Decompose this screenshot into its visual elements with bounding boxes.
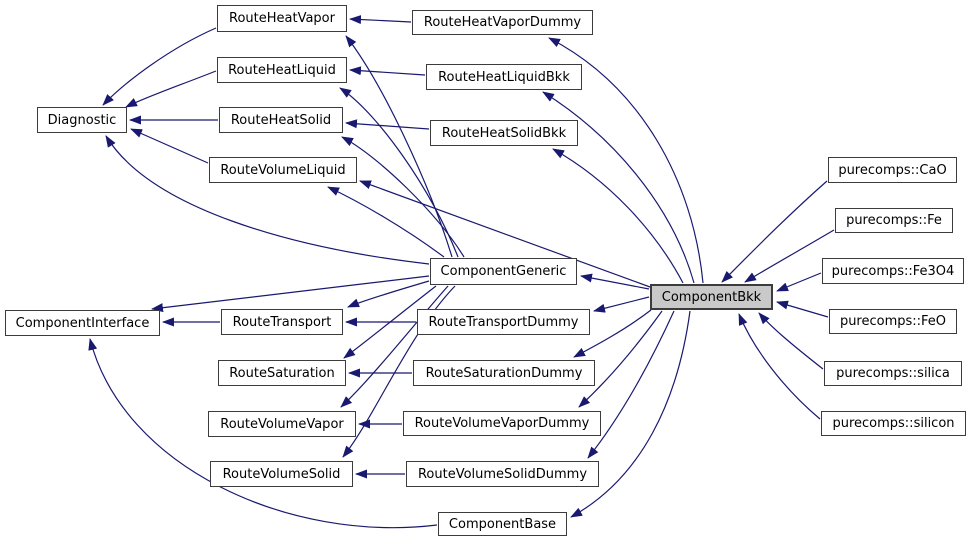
edge-ComponentGeneric-to-RouteTransport bbox=[347, 280, 430, 308]
edge-ComponentBkk-to-RouteTransportDummy bbox=[593, 296, 650, 313]
node-purecomps_FeO[interactable]: purecomps::FeO bbox=[829, 309, 957, 334]
node-purecomps_silicon[interactable]: purecomps::silicon bbox=[821, 411, 966, 436]
edge-ComponentBase-to-ComponentInterface bbox=[88, 338, 438, 529]
node-purecomps_silica[interactable]: purecomps::silica bbox=[824, 361, 962, 386]
edge-ComponentGeneric-to-RouteVolumeLiquid bbox=[327, 186, 445, 258]
edge-ComponentGeneric-to-Diagnostic bbox=[105, 135, 430, 265]
node-ComponentBase[interactable]: ComponentBase bbox=[438, 512, 567, 536]
edge-ComponentBkk-to-RouteVolumeLiquid bbox=[359, 180, 651, 288]
edge-purecomps_CaO-to-ComponentBkk bbox=[721, 180, 828, 283]
node-RouteSaturationDummy[interactable]: RouteSaturationDummy bbox=[413, 360, 595, 386]
edge-RouteHeatLiquidBkk-to-RouteHeatLiquid bbox=[349, 66, 426, 76]
edge-ComponentBkk-to-RouteHeatVaporDummy bbox=[548, 37, 704, 284]
node-RouteVolumeLiquid[interactable]: RouteVolumeLiquid bbox=[209, 157, 357, 183]
edge-ComponentGeneric-to-RouteVolumeSolid bbox=[342, 285, 456, 458]
node-RouteVolumeVapor[interactable]: RouteVolumeVapor bbox=[208, 411, 356, 437]
node-ComponentInterface[interactable]: ComponentInterface bbox=[5, 310, 160, 336]
edge-ComponentGeneric-to-RouteSaturation bbox=[343, 285, 437, 359]
node-purecomps_CaO[interactable]: purecomps::CaO bbox=[828, 157, 957, 183]
node-RouteHeatVaporDummy[interactable]: RouteHeatVaporDummy bbox=[412, 10, 593, 35]
edge-RouteHeatVapor-to-Diagnostic bbox=[102, 27, 217, 106]
edge-ComponentBkk-to-ComponentGeneric bbox=[580, 273, 650, 290]
edge-ComponentBkk-to-ComponentBase bbox=[570, 310, 691, 518]
node-RouteHeatLiquid[interactable]: RouteHeatLiquid bbox=[217, 57, 347, 83]
edge-RouteHeatSolidBkk-to-RouteHeatSolid bbox=[345, 119, 430, 130]
node-ComponentGeneric[interactable]: ComponentGeneric bbox=[430, 258, 577, 285]
edge-ComponentGeneric-to-RouteHeatSolid bbox=[341, 136, 465, 258]
edge-RouteHeatVaporDummy-to-RouteHeatVapor bbox=[349, 15, 412, 25]
edges-group bbox=[88, 15, 835, 529]
edge-RouteVolumeLiquid-to-Diagnostic bbox=[130, 128, 209, 164]
edge-ComponentBkk-to-RouteHeatLiquidBkk bbox=[542, 91, 695, 284]
edge-ComponentBkk-to-RouteHeatSolidBkk bbox=[552, 148, 684, 284]
node-RouteSaturation[interactable]: RouteSaturation bbox=[218, 360, 346, 386]
node-RouteTransportDummy[interactable]: RouteTransportDummy bbox=[417, 309, 590, 335]
edge-purecomps_FeO-to-ComponentBkk bbox=[776, 300, 829, 318]
edge-purecomps_silicon-to-ComponentBkk bbox=[738, 313, 821, 420]
node-RouteHeatVapor[interactable]: RouteHeatVapor bbox=[217, 5, 347, 32]
edge-purecomps_silica-to-ComponentBkk bbox=[758, 312, 824, 370]
edge-ComponentGeneric-to-RouteHeatLiquid bbox=[339, 87, 459, 258]
node-RouteVolumeVaporDummy[interactable]: RouteVolumeVaporDummy bbox=[403, 411, 601, 436]
edge-ComponentGeneric-to-RouteVolumeVapor bbox=[340, 285, 449, 408]
node-RouteHeatSolidBkk[interactable]: RouteHeatSolidBkk bbox=[430, 120, 578, 146]
edge-ComponentBkk-to-RouteVolumeSolidDummy bbox=[587, 310, 675, 459]
edge-purecomps_Fe-to-ComponentBkk bbox=[744, 229, 835, 283]
edge-ComponentBkk-to-RouteVolumeVaporDummy bbox=[578, 310, 663, 408]
node-RouteVolumeSolid[interactable]: RouteVolumeSolid bbox=[210, 461, 353, 487]
node-purecomps_Fe3O4[interactable]: purecomps::Fe3O4 bbox=[822, 258, 964, 284]
edge-ComponentGeneric-to-RouteHeatVapor bbox=[345, 35, 453, 258]
node-RouteHeatLiquidBkk[interactable]: RouteHeatLiquidBkk bbox=[426, 64, 582, 90]
node-Diagnostic[interactable]: Diagnostic bbox=[37, 107, 127, 133]
node-RouteVolumeSolidDummy[interactable]: RouteVolumeSolidDummy bbox=[406, 461, 599, 487]
edge-ComponentBkk-to-RouteSaturationDummy bbox=[573, 309, 652, 358]
node-RouteHeatSolid[interactable]: RouteHeatSolid bbox=[219, 107, 343, 133]
node-RouteTransport[interactable]: RouteTransport bbox=[221, 309, 343, 335]
edge-ComponentGeneric-to-ComponentInterface bbox=[151, 275, 430, 313]
node-ComponentBkk: ComponentBkk bbox=[650, 284, 773, 310]
edge-purecomps_Fe3O4-to-ComponentBkk bbox=[776, 272, 822, 292]
edge-RouteHeatLiquid-to-Diagnostic bbox=[125, 70, 217, 108]
node-purecomps_Fe[interactable]: purecomps::Fe bbox=[835, 208, 953, 233]
